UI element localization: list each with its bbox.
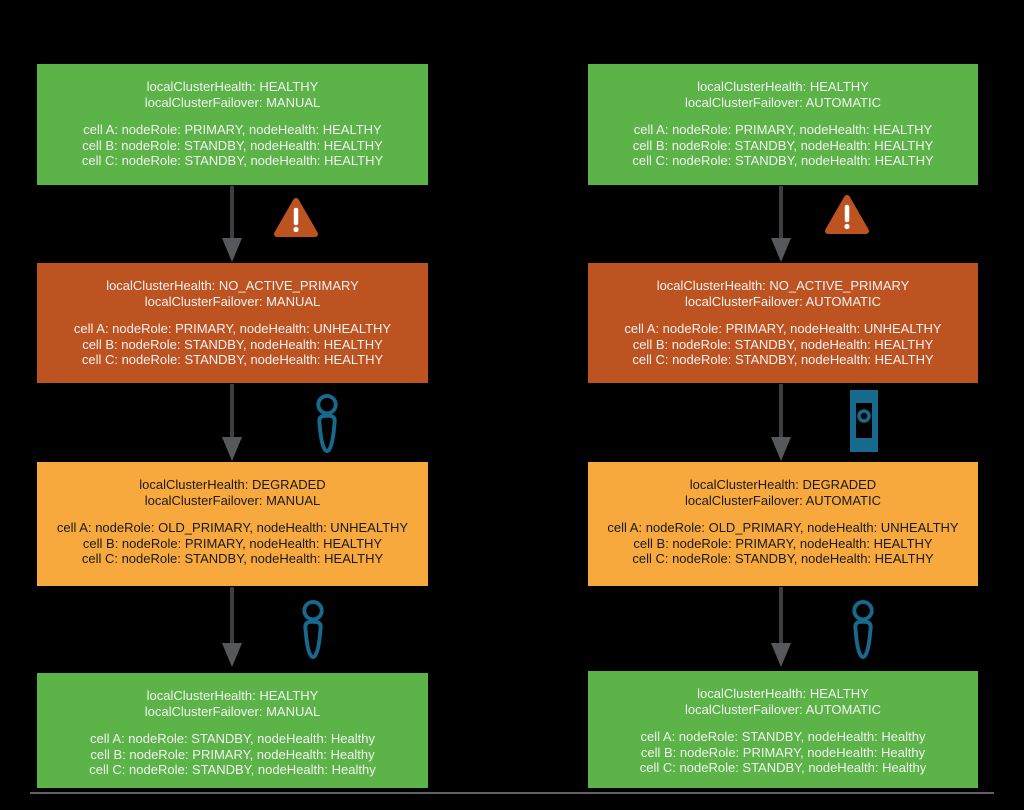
cell-a-line: cell A: nodeRole: STANDBY, nodeHealth: H… [640, 729, 926, 744]
cell-b-line: cell B: nodeRole: PRIMARY, nodeHealth: H… [640, 744, 926, 760]
cell-b-line: cell B: nodeRole: PRIMARY, nodeHealth: H… [82, 535, 383, 551]
state-box-recovered-automatic: localClusterHealth: HEALTHY localCluster… [588, 671, 978, 788]
cell-b-line: cell B: nodeRole: STANDBY, nodeHealth: H… [632, 336, 934, 352]
cell-b-line: cell B: nodeRole: STANDBY, nodeHealth: H… [82, 336, 383, 352]
cell-a-line: cell A: nodeRole: OLD_PRIMARY, nodeHealt… [607, 520, 959, 535]
cluster-failover-line: localClusterFailover: AUTOMATIC [684, 293, 881, 309]
state-box-healthy-manual: localClusterHealth: HEALTHY localCluster… [37, 64, 428, 185]
arrow-down [230, 587, 234, 643]
arrow-down [779, 384, 783, 437]
arrow-down-head [222, 643, 242, 667]
cell-a-line: cell A: nodeRole: OLD_PRIMARY, nodeHealt… [56, 520, 409, 535]
arrow-down [779, 587, 783, 643]
cell-b-line: cell B: nodeRole: PRIMARY, nodeHealth: H… [633, 535, 933, 551]
cluster-health-line: localClusterHealth: HEALTHY [697, 686, 869, 701]
cell-b-line: cell B: nodeRole: PRIMARY, nodeHealth: H… [90, 746, 375, 762]
cell-b-line: cell B: nodeRole: STANDBY, nodeHealth: H… [82, 137, 383, 153]
cell-c-line: cell C: nodeRole: STANDBY, nodeHealth: H… [81, 352, 384, 367]
arrow-down-head [771, 643, 791, 667]
state-box-healthy-automatic: localClusterHealth: HEALTHY localCluster… [588, 64, 978, 185]
state-box-no-active-primary-manual: localClusterHealth: NO_ACTIVE_PRIMARY lo… [37, 263, 428, 383]
cell-a-line: cell A: nodeRole: STANDBY, nodeHealth: H… [90, 731, 375, 746]
arrow-down-head [222, 238, 242, 262]
cell-c-line: cell C: nodeRole: STANDBY, nodeHealth: H… [632, 352, 934, 367]
cell-c-line: cell C: nodeRole: STANDBY, nodeHealth: H… [81, 153, 384, 168]
cluster-failover-line: localClusterFailover: MANUAL [144, 703, 321, 719]
state-box-degraded-manual: localClusterHealth: DEGRADED localCluste… [37, 462, 428, 586]
state-box-degraded-automatic: localClusterHealth: DEGRADED localCluste… [588, 462, 978, 586]
cell-a-line: cell A: nodeRole: PRIMARY, nodeHealth: U… [73, 321, 392, 336]
cluster-health-line: localClusterHealth: NO_ACTIVE_PRIMARY [656, 278, 910, 293]
automation-device-icon [850, 390, 878, 452]
operator-person-icon [852, 600, 874, 659]
state-box-no-active-primary-automatic: localClusterHealth: NO_ACTIVE_PRIMARY lo… [588, 263, 978, 383]
cluster-health-line: localClusterHealth: HEALTHY [146, 688, 319, 703]
cluster-failover-line: localClusterFailover: AUTOMATIC [684, 492, 881, 508]
cell-b-line: cell B: nodeRole: STANDBY, nodeHealth: H… [632, 137, 934, 153]
cluster-health-line: localClusterHealth: HEALTHY [697, 79, 869, 94]
arrow-down-head [771, 437, 791, 461]
cluster-failover-line: localClusterFailover: MANUAL [144, 492, 321, 508]
cell-c-line: cell C: nodeRole: STANDBY, nodeHealth: H… [89, 762, 376, 777]
state-box-recovered-manual: localClusterHealth: HEALTHY localCluster… [37, 673, 428, 788]
cell-c-line: cell C: nodeRole: STANDBY, nodeHealth: H… [639, 760, 927, 775]
operator-person-icon [316, 394, 338, 453]
cluster-failover-line: localClusterFailover: MANUAL [144, 94, 321, 110]
cluster-health-line: localClusterHealth: NO_ACTIVE_PRIMARY [106, 278, 359, 293]
cluster-health-line: localClusterHealth: HEALTHY [146, 79, 319, 94]
cluster-failover-line: localClusterFailover: AUTOMATIC [684, 701, 881, 717]
cluster-failover-line: localClusterFailover: AUTOMATIC [684, 94, 881, 110]
warning-icon [825, 195, 869, 234]
cluster-failover-line: localClusterFailover: MANUAL [144, 293, 321, 309]
cell-a-line: cell A: nodeRole: PRIMARY, nodeHealth: U… [624, 321, 942, 336]
cluster-health-line: localClusterHealth: DEGRADED [139, 477, 326, 492]
arrow-down-head [771, 238, 791, 262]
cell-a-line: cell A: nodeRole: PRIMARY, nodeHealth: H… [633, 122, 933, 137]
cell-c-line: cell C: nodeRole: STANDBY, nodeHealth: H… [81, 551, 384, 566]
operator-person-icon [302, 600, 324, 659]
arrow-down-head [222, 437, 242, 461]
cell-c-line: cell C: nodeRole: STANDBY, nodeHealth: H… [632, 153, 934, 168]
baseline-divider [30, 792, 994, 794]
cell-a-line: cell A: nodeRole: PRIMARY, nodeHealth: H… [83, 122, 382, 137]
cell-c-line: cell C: nodeRole: STANDBY, nodeHealth: H… [632, 551, 934, 566]
cluster-health-line: localClusterHealth: DEGRADED [689, 477, 877, 492]
arrow-down [230, 186, 234, 238]
arrow-down [230, 384, 234, 437]
warning-icon [274, 198, 318, 237]
arrow-down [779, 186, 783, 238]
